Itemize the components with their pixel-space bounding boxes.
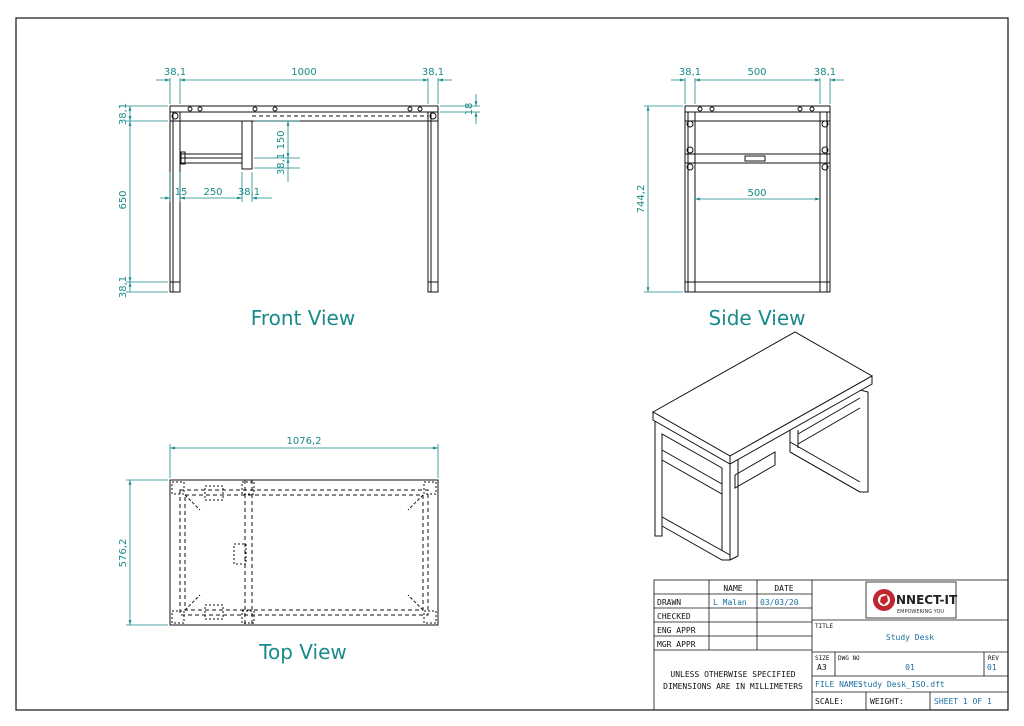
top-dimensions [126,444,439,626]
tb-note-line1: UNLESS OTHERWISE SPECIFIED [670,670,795,679]
side-dim-depth: 500 [747,67,766,78]
tb-size-value: A3 [817,663,827,672]
sheet-border [15,17,1009,711]
front-dim-height: 650 [118,190,129,209]
tb-row-eng: ENG APPR [657,626,696,635]
tb-size-label: SIZE [815,655,830,662]
logo-text: NNECT-IT [896,593,958,607]
tb-title-value: Study Desk [886,633,934,642]
front-dim-leg-right: 38,1 [422,67,444,78]
front-dim-frame-bottom: 38,1 [118,276,129,298]
tb-file-value: Study Desk_ISO.dft [858,680,945,689]
tb-rev-label: REV [988,655,999,662]
top-view [169,479,439,626]
front-dim-width: 1000 [291,67,316,78]
top-dim-total-width: 1076,2 [287,436,322,447]
side-dim-total-height: 744,2 [636,185,647,214]
front-dim-drawer-post: 38,1 [238,187,260,198]
tb-header-name: NAME [723,584,742,593]
tb-rev-value: 01 [987,663,997,672]
front-dim-leg-left: 38,1 [164,67,186,78]
tb-drawn-name: L Malan [713,598,747,607]
logo-tagline: EMPOWERING YOU [897,609,944,615]
front-dim-drawer-height: 150 [276,130,287,149]
side-dim-leg-right: 38,1 [814,67,836,78]
front-view [169,105,439,293]
tb-scale-label: SCALE: [815,697,844,706]
tb-dwg-label: DWG NO [838,655,860,662]
title-block [653,579,1009,711]
tb-file-label: FILE NAME: [815,680,863,689]
front-dim-drawer-width: 250 [203,187,222,198]
top-dim-total-depth: 576,2 [118,539,129,568]
tb-note-line2: DIMENSIONS ARE IN MILLIMETERS [663,682,803,691]
front-view-title: Front View [251,306,355,330]
front-dim-offset: 15 [175,187,188,198]
tb-sheet-value: SHEET 1 OF 1 [934,697,992,706]
tb-drawn-date: 03/03/20 [760,598,799,607]
front-dim-top-thickness: 18 [464,103,475,116]
side-view-title: Side View [708,306,805,330]
front-dimensions [126,78,480,293]
side-dim-inner-depth: 500 [747,188,766,199]
tb-header-date: DATE [774,584,793,593]
company-logo: NNECT-IT EMPOWERING YOU [873,589,958,615]
front-dim-drawer-rail: 38,1 [276,153,287,175]
side-dimensions [644,78,844,293]
tb-weight-label: WEIGHT: [870,697,904,706]
side-dim-leg-left: 38,1 [679,67,701,78]
tb-title-label: TITLE [815,623,833,630]
side-view [684,105,831,293]
isometric-view [651,331,874,561]
front-dim-frame-top: 38,1 [118,103,129,125]
tb-row-mgr: MGR APPR [657,640,696,649]
tb-row-checked: CHECKED [657,612,691,621]
top-view-title: Top View [258,640,347,664]
tb-dwg-value: 01 [905,663,915,672]
tb-row-drawn: DRAWN [657,598,681,607]
